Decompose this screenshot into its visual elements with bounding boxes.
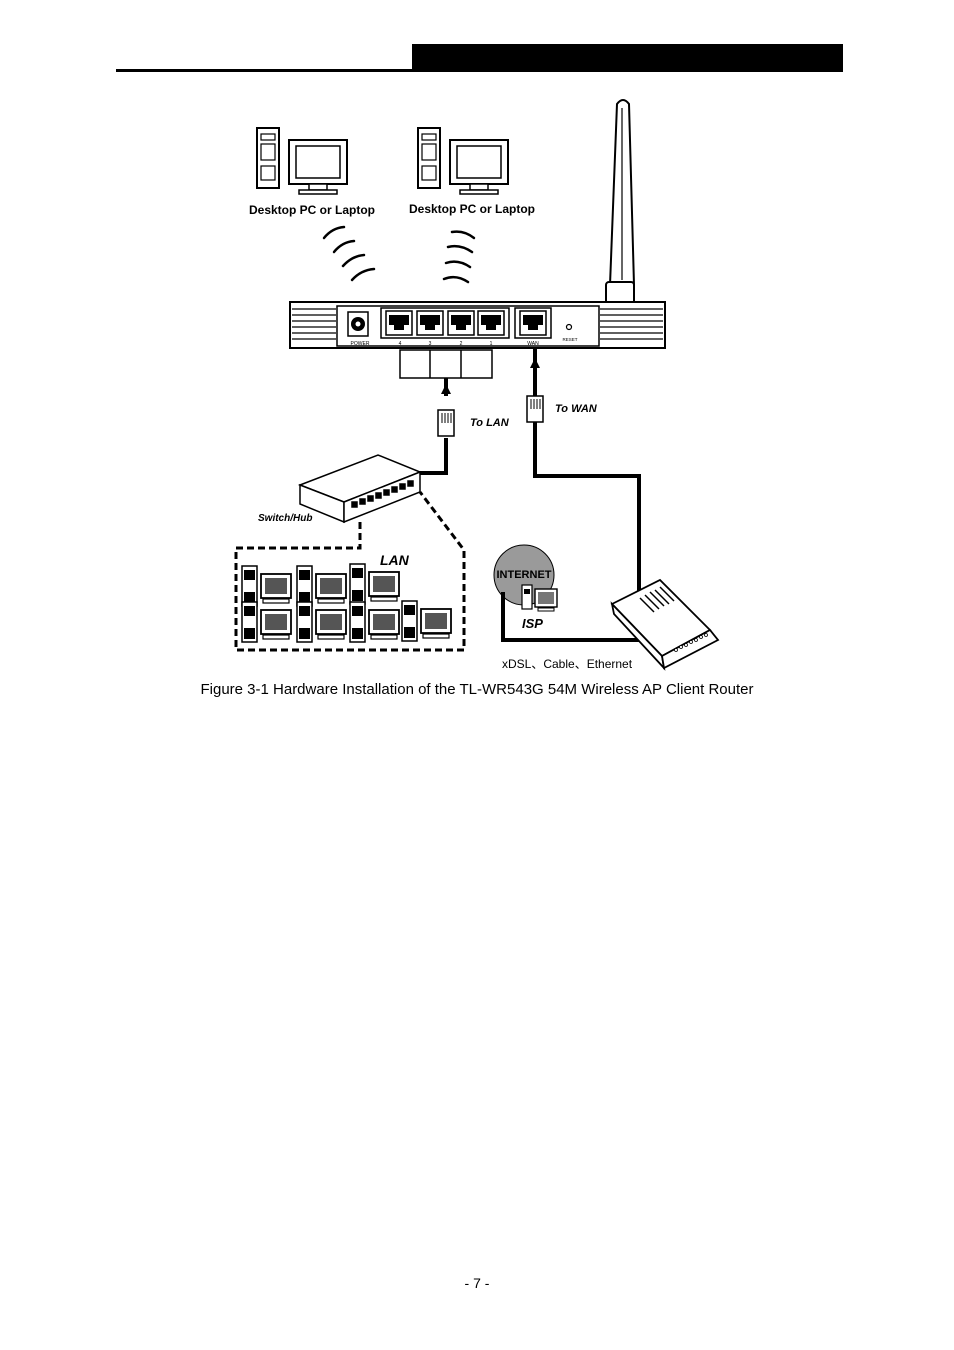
lan-area-boundary (234, 491, 466, 652)
port-reset-label: RESET (562, 337, 577, 342)
wireless-signal-left-icon (322, 225, 376, 282)
lan-pc-icon (241, 601, 292, 643)
wan-plug-icon (526, 395, 544, 423)
hardware-installation-diagram: Desktop PC or Laptop Desktop PC or Lapto… (234, 99, 720, 671)
internet-label: INTERNET (497, 569, 552, 581)
router-rear-panel (289, 301, 666, 349)
port-power-label: POWER (351, 341, 370, 347)
wan-arrow-icon (530, 358, 540, 368)
modem-icon (610, 578, 720, 671)
port-1-label: 1 (490, 341, 493, 347)
desktop-pc-right-icon (417, 127, 509, 195)
pc-right-label: Desktop PC or Laptop (409, 202, 535, 216)
wireless-signal-right-icon (442, 230, 476, 284)
figure-caption: Figure 3-1 Hardware Installation of the … (200, 681, 754, 698)
header-rule (116, 69, 414, 72)
lan-port-bracket (399, 349, 493, 379)
header-bar (412, 44, 843, 72)
lan-pc-icon (296, 601, 347, 643)
lan-pc-icon (349, 563, 400, 605)
port-3-label: 3 (429, 341, 432, 347)
lan-pc-icon (241, 565, 292, 607)
lan-pc-icon (401, 600, 452, 642)
switch-hub-label: Switch/Hub (258, 513, 312, 524)
switch-hub-icon (297, 454, 423, 524)
port-4-label: 4 (399, 341, 402, 347)
isp-label: ISP (522, 616, 543, 631)
wan-cable (533, 348, 641, 592)
port-2-label: 2 (460, 341, 463, 347)
page-number: - 7 - (464, 1275, 490, 1291)
port-wan-label: WAN (527, 341, 539, 347)
internet-globe-icon (493, 544, 558, 612)
lan-arrow-icon (441, 384, 451, 394)
connection-types-label: xDSL、Cable、Ethernet (502, 657, 633, 671)
isp-cable (501, 592, 640, 642)
to-lan-label: To LAN (470, 417, 510, 429)
to-wan-label: To WAN (555, 403, 598, 415)
lan-pc-icon (296, 565, 347, 607)
lan-label: LAN (380, 552, 410, 568)
pc-left-label: Desktop PC or Laptop (249, 203, 375, 217)
desktop-pc-left-icon (256, 127, 348, 195)
lan-plug-icon (437, 409, 455, 437)
lan-pc-icon (349, 601, 400, 643)
